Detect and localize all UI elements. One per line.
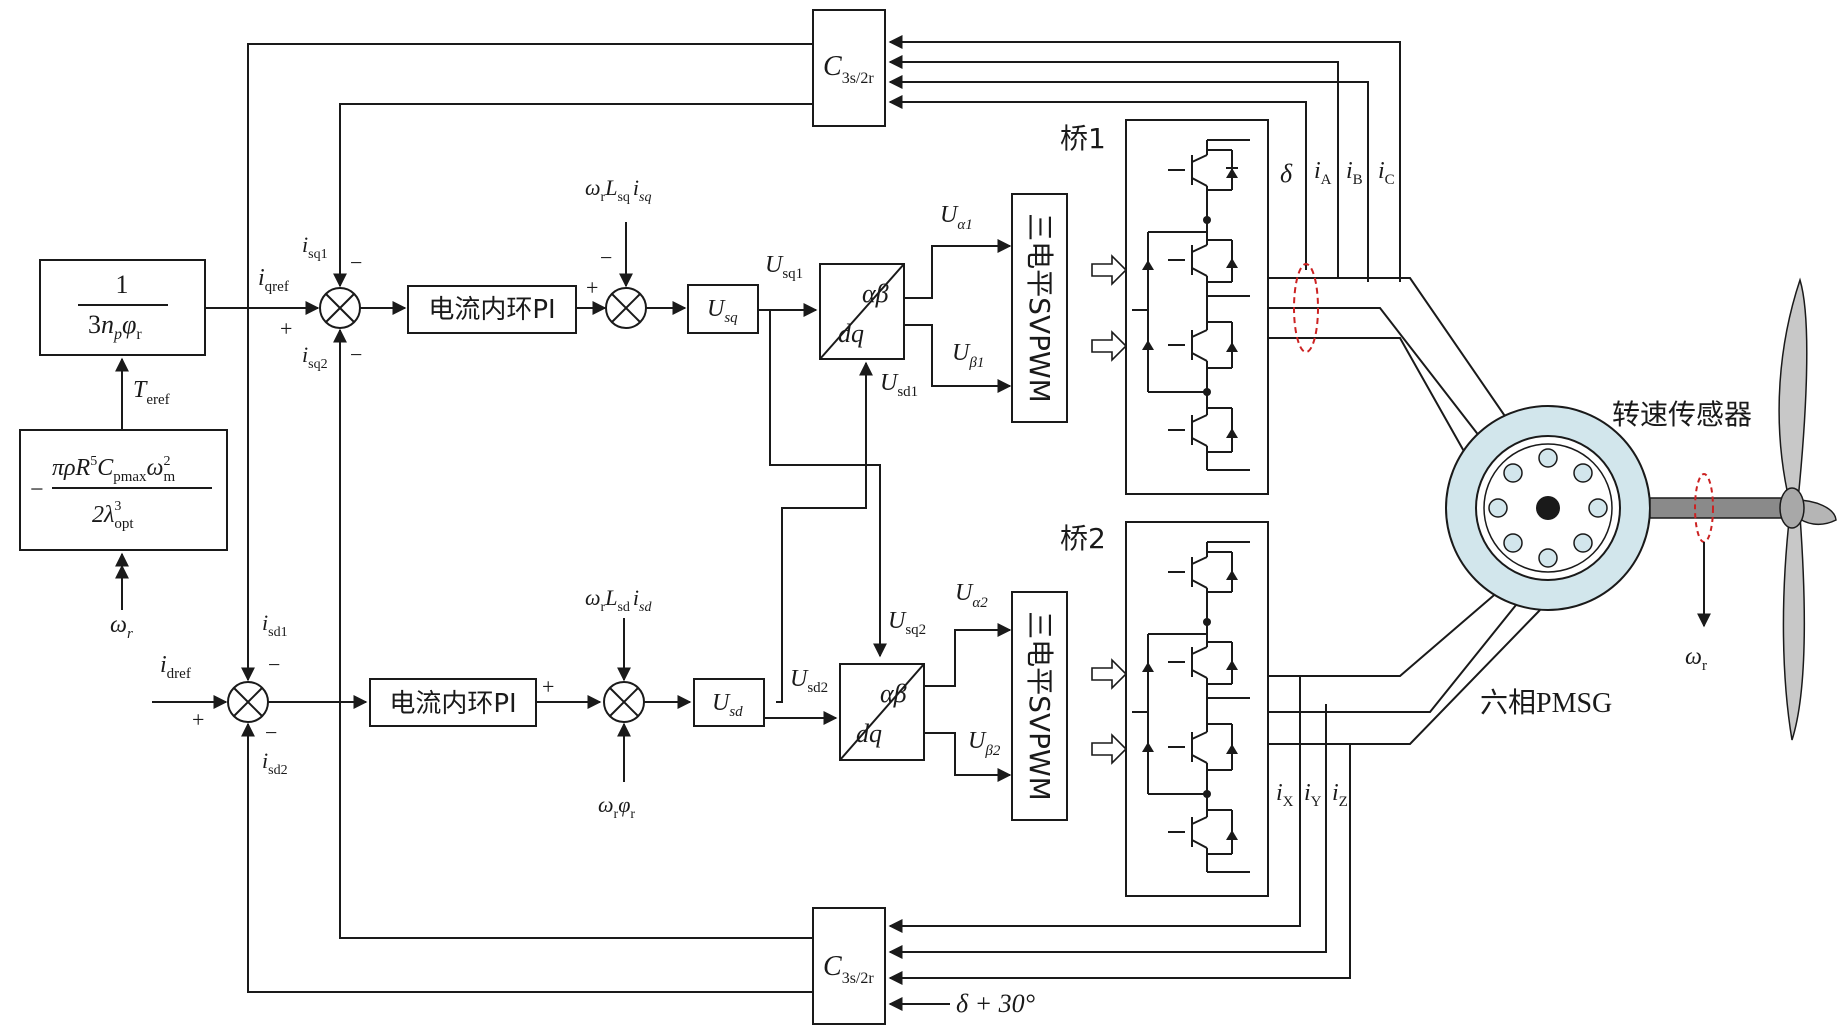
d-ff-plus: +: [542, 674, 554, 699]
pwm-arrow-2a: [1091, 658, 1128, 690]
c3s2r-top-label: C3s/2r: [823, 51, 874, 87]
omega-r-input-label: ωr: [110, 612, 133, 642]
bridge-2: [1125, 521, 1269, 897]
usq2-label: Usq2: [888, 608, 926, 638]
iX-label: iX: [1276, 780, 1294, 810]
isq1-minus: −: [350, 250, 362, 275]
svpwm-block-1: [1011, 193, 1068, 423]
idref-label: idref: [160, 652, 191, 682]
six-phase-pmsg: [1445, 405, 1651, 611]
iqref-label: iqref: [258, 265, 289, 295]
usd2-label: Usd2: [790, 666, 828, 696]
shaft: [1649, 497, 1783, 519]
q-ff-plus: +: [586, 275, 598, 300]
gain-numerator: 1: [116, 270, 129, 299]
isd1-label: isd1: [262, 610, 288, 640]
omega-r-output-label: ωr: [1685, 644, 1707, 674]
pi-controller-d-label: 电流内环PI: [389, 689, 516, 719]
iqref-plus: +: [280, 316, 292, 341]
svpwm-block-2: [1011, 591, 1068, 821]
q-feedforward-junction: [605, 287, 647, 329]
park2-dq: dq: [856, 719, 882, 748]
usd-block: [693, 678, 765, 727]
park1-alphabeta: αβ: [862, 279, 889, 308]
speed-sensor-label: 转速传感器: [1612, 398, 1752, 431]
pwm-arrow-1a: [1091, 254, 1128, 286]
ua2-label: Uα2: [955, 580, 988, 611]
ub2-label: Uβ2: [968, 728, 1001, 759]
q-summing-junction: [319, 287, 361, 329]
isq2-label: isq2: [302, 342, 328, 372]
gain-denominator: 3npφr: [88, 310, 142, 343]
pwm-arrow-2b: [1091, 733, 1128, 765]
torque-minus: −: [30, 477, 44, 503]
inverse-park-block-1: αβ dq: [819, 263, 905, 360]
usq-block-label: Usq: [707, 296, 738, 326]
bridge-1: [1125, 119, 1269, 495]
c3s2r-bottom-label: C3s/2r: [823, 951, 874, 987]
pwm-arrow-1b: [1091, 330, 1128, 362]
svpwm-block-1-label: 三电平SVPWM: [1023, 213, 1056, 403]
d-feedforward-flux-label: ωrφr: [598, 792, 635, 822]
iB-label: iB: [1346, 158, 1363, 188]
iZ-label: iZ: [1332, 780, 1348, 810]
bridge-2-label: 桥2: [1060, 522, 1106, 555]
isd1-minus: −: [268, 652, 280, 677]
c3s2r-block-top: [812, 9, 886, 127]
q-ff-minus: −: [600, 245, 612, 270]
usd-block-label: Usd: [712, 690, 743, 720]
park2-alphabeta: αβ: [880, 679, 907, 708]
delta30-label: δ + 30°: [956, 989, 1035, 1018]
isd2-label: isd2: [262, 748, 288, 778]
pi-controller-q: [407, 285, 577, 334]
d-summing-junction: [227, 681, 269, 723]
delta-label: δ: [1280, 159, 1293, 188]
park1-dq: dq: [838, 319, 864, 348]
teref-label: Teref: [133, 377, 170, 408]
c3s2r-block-bottom: [812, 907, 886, 1025]
iC-label: iC: [1378, 158, 1395, 188]
isd2-minus: −: [265, 720, 277, 745]
bridge-2-output-cables: [1268, 589, 1541, 745]
ub1-label: Uβ1: [952, 340, 984, 371]
svpwm-block-2-label: 三电平SVPWM: [1023, 611, 1056, 801]
isq2-minus: −: [350, 342, 362, 367]
pi-controller-q-label: 电流内环PI: [428, 295, 555, 325]
ua1-label: Uα1: [940, 202, 973, 233]
iY-label: iY: [1304, 780, 1322, 810]
current-sensor-ring-1: [1293, 263, 1319, 353]
iA-label: iA: [1314, 158, 1332, 188]
gain-block: 1 3npφr: [39, 259, 206, 356]
isq1-label: isq1: [302, 232, 328, 262]
usq1-label: Usq1: [765, 252, 803, 282]
pmsg-label: 六相PMSG: [1480, 687, 1612, 719]
usq-block: [687, 284, 759, 334]
inverse-park-block-2: αβ dq: [839, 663, 925, 761]
idref-plus: +: [192, 707, 204, 732]
bridge-1-label: 桥1: [1060, 122, 1106, 155]
pi-controller-d: [369, 678, 537, 727]
usd1-label: Usd1: [880, 370, 918, 400]
wind-turbine-rotor: [1778, 277, 1837, 741]
d-feedforward-junction: [603, 681, 645, 723]
